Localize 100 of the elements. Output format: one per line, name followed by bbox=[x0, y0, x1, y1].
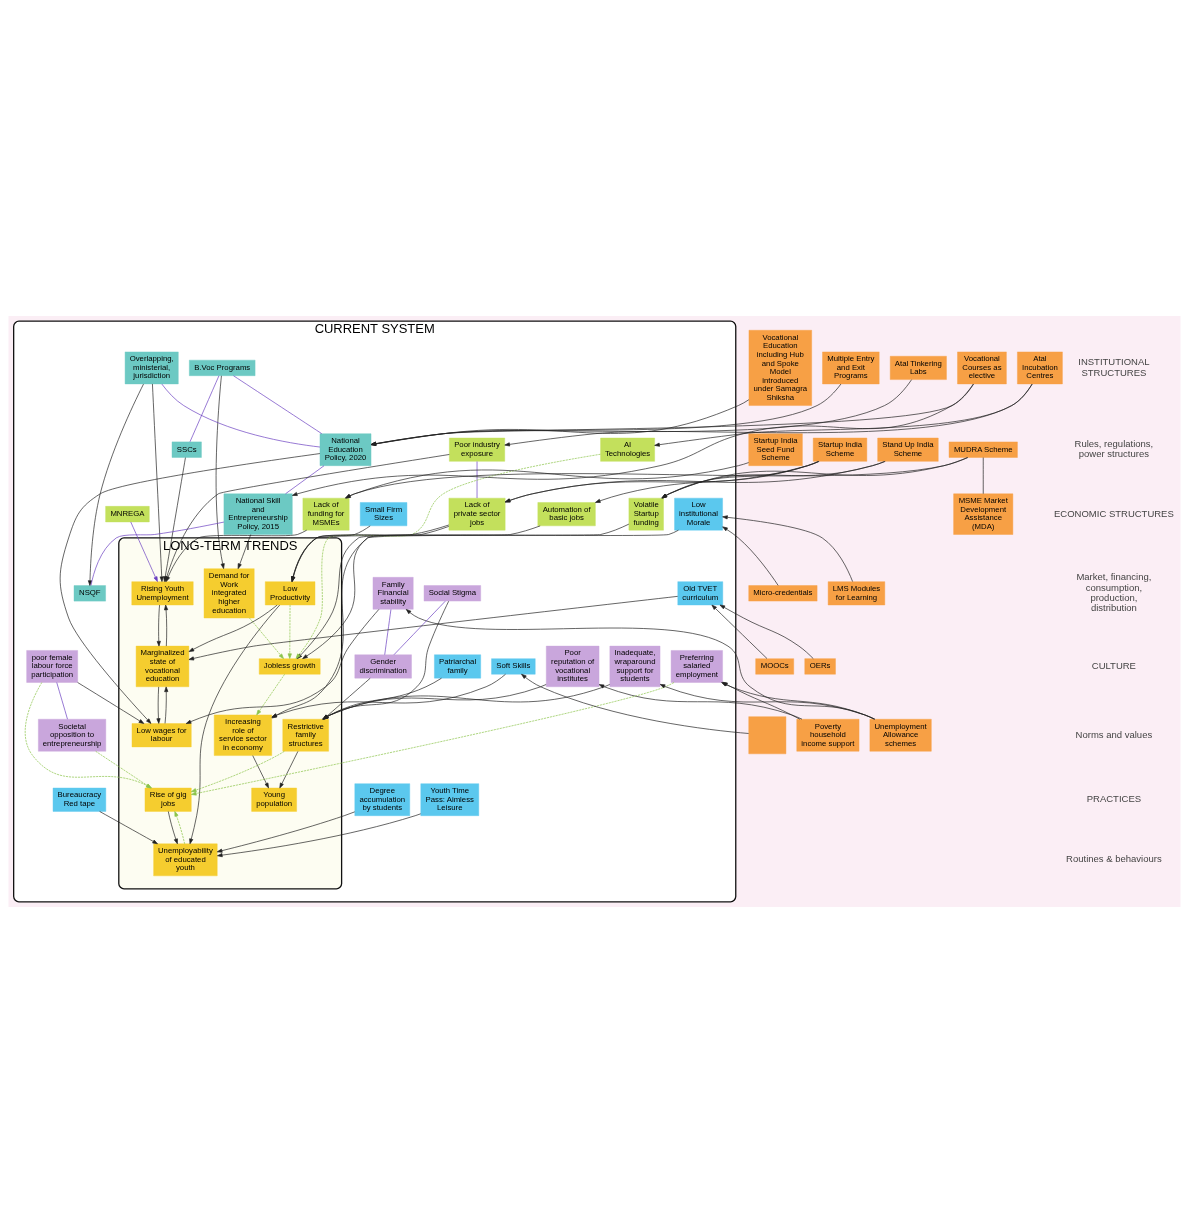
arrow bbox=[322, 683, 547, 720]
arrow bbox=[291, 525, 371, 582]
node-box: Overlapping, ministerial, jurisdiction bbox=[124, 351, 179, 384]
label: Rules, regulations, power structures bbox=[1074, 437, 1154, 459]
node-box: Small Firm Sizes bbox=[360, 501, 408, 526]
arrow bbox=[188, 604, 278, 652]
node-box: Low wages for labour bbox=[131, 722, 192, 747]
arrow bbox=[77, 681, 145, 724]
node-box: National Skill and Entrepreneurship Policy, 2015 bbox=[223, 493, 293, 535]
node-box: Stand Up India Scheme bbox=[877, 437, 939, 462]
arrow bbox=[156, 604, 161, 646]
arrow bbox=[185, 608, 380, 724]
node-box: National Education Policy, 2020 bbox=[319, 432, 372, 466]
node-box: MSME Market Development Assistance (MDA) bbox=[953, 493, 1014, 535]
arrow bbox=[370, 378, 912, 446]
node-box: AI Technologies bbox=[600, 437, 655, 462]
arrow bbox=[87, 383, 144, 586]
arrow bbox=[302, 523, 630, 659]
arrow bbox=[164, 604, 169, 646]
node-box: Gender discrimination bbox=[354, 654, 412, 678]
connector bbox=[56, 681, 68, 720]
arrow bbox=[521, 673, 749, 734]
label: ECONOMIC STRUCTURES bbox=[1053, 507, 1174, 519]
node-box: Startup India Seed Fund Scheme bbox=[748, 432, 803, 466]
node-box: Low Productivity bbox=[265, 580, 316, 605]
arrow bbox=[130, 521, 158, 582]
arrow bbox=[504, 460, 820, 502]
node-box: MUDRA Scheme bbox=[948, 441, 1018, 458]
label: Market, financing, consumption, production, distribution bbox=[1076, 570, 1152, 613]
node-box: SSCs bbox=[171, 441, 202, 458]
label: Norms and values bbox=[1075, 728, 1153, 740]
node-box: Youth Time Pass: Aimless Leisure bbox=[420, 782, 479, 816]
node-box: Vocational Education including Hub and Spoke Model introduced under Samagra Shiksha bbox=[748, 329, 812, 406]
arrow bbox=[322, 683, 611, 720]
arrow bbox=[217, 812, 422, 857]
arrow bbox=[152, 383, 164, 582]
arrow bbox=[595, 460, 820, 503]
node-box: Marginalized state of vocational education bbox=[135, 645, 190, 687]
label: INSTITUTIONAL STRUCTURES bbox=[1078, 355, 1150, 378]
arrow bbox=[191, 681, 675, 795]
connector bbox=[90, 521, 225, 586]
arrow bbox=[504, 383, 1033, 446]
node-box: Restrictive family structures bbox=[282, 718, 329, 751]
label: Routines & behaviours bbox=[1066, 852, 1162, 864]
arrow bbox=[99, 810, 158, 844]
node-box: Jobless growth bbox=[259, 657, 321, 674]
arrow bbox=[216, 811, 356, 853]
arrow bbox=[654, 383, 1033, 447]
arrow bbox=[291, 524, 450, 582]
node-box: Atal Tinkering Labs bbox=[890, 355, 947, 380]
node-box: Societal opposition to entrepreneurship bbox=[38, 718, 107, 751]
arrow bbox=[405, 608, 875, 720]
arrow bbox=[237, 533, 252, 569]
arrow bbox=[504, 460, 886, 502]
arrow bbox=[370, 383, 974, 446]
node-box: Patriarchal family bbox=[434, 654, 481, 678]
arrow bbox=[174, 810, 185, 844]
node-box: Multiple Entry and Exit Programs bbox=[822, 351, 880, 384]
node-box: poor female labour force participation bbox=[26, 649, 78, 683]
arrow bbox=[191, 750, 285, 792]
arrow bbox=[256, 673, 285, 715]
arrow bbox=[323, 677, 442, 719]
connector bbox=[233, 374, 323, 434]
connector bbox=[384, 608, 392, 655]
label: PRACTICES bbox=[1086, 792, 1142, 804]
node-box: Demand for Work integrated higher education bbox=[203, 567, 255, 618]
node-box: Unemployment Allowance schemes bbox=[869, 718, 932, 751]
node-box: NSQF bbox=[73, 584, 106, 601]
arrow bbox=[323, 600, 449, 719]
connector bbox=[161, 383, 321, 447]
node-box: Automation of basic jobs bbox=[537, 501, 596, 526]
node-box bbox=[748, 715, 787, 754]
arrow bbox=[164, 686, 169, 724]
connector bbox=[189, 374, 220, 442]
arrow bbox=[167, 810, 178, 844]
arrow bbox=[370, 383, 842, 446]
node-box: Rise of gig jobs bbox=[144, 787, 192, 812]
node-box: Vocational Courses as elective bbox=[957, 351, 1007, 384]
node-box: Atal Incubation Centres bbox=[1017, 351, 1063, 384]
node-box: LMS Modules for Learning bbox=[827, 580, 886, 605]
arrow bbox=[215, 374, 225, 569]
node-box: B.Voc Programs bbox=[189, 359, 256, 376]
node-box: Micro-credentials bbox=[748, 584, 818, 601]
node-box: Poor reputation of vocational institutes bbox=[546, 645, 600, 687]
connector bbox=[476, 460, 478, 498]
arrow bbox=[722, 514, 853, 582]
node-box: Preferring salaried employment bbox=[670, 649, 723, 683]
node-box: MOOCs bbox=[755, 657, 794, 674]
node-box: Bureaucracy Red tape bbox=[52, 787, 107, 812]
arrow bbox=[323, 677, 371, 720]
arrow bbox=[370, 398, 750, 446]
node-box: Lack of private sector jobs bbox=[448, 497, 506, 530]
node-box: Low institutional Morale bbox=[674, 497, 723, 530]
arrow bbox=[711, 604, 768, 659]
node-box: Old TVET curriculum bbox=[677, 580, 723, 605]
node-box: Lack of funding for MSMEs bbox=[302, 497, 350, 530]
arrow bbox=[722, 526, 779, 586]
node-box: Soft Skills bbox=[491, 657, 536, 674]
node-box: Degree accumulation by students bbox=[354, 782, 410, 816]
node-box: Family Financial stability bbox=[372, 576, 414, 610]
